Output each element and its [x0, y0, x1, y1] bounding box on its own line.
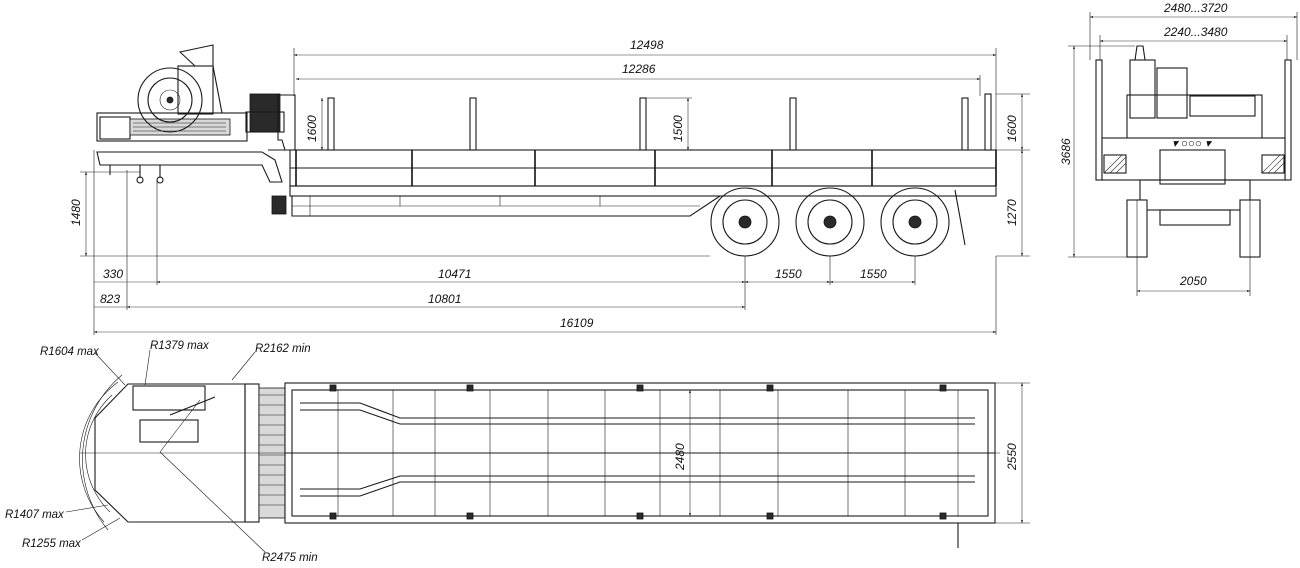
- dim-front-to-kingpin: 823: [100, 292, 120, 306]
- dim-front-to-axle: 10801: [428, 292, 461, 306]
- rear-view: ▾ ○○○ ▾: [1059, 1, 1298, 296]
- side-dimensions: [80, 48, 1030, 335]
- dim-overall-height: 3686: [1059, 138, 1073, 165]
- rear-dimensions: [1068, 12, 1298, 296]
- coil-lines: [259, 394, 285, 506]
- dim-width-inner: 2240...3480: [1163, 25, 1228, 39]
- dim-kingpin-height: 1480: [69, 199, 83, 226]
- stake-pockets: [329, 384, 947, 520]
- radius-labels: R1604 max R1379 max R2162 min R1407 max …: [5, 340, 318, 564]
- radius-r1255: R1255 max: [22, 538, 82, 550]
- tractor-unit: [96, 44, 285, 184]
- rear-symbol: ▾ ○○○ ▾: [1172, 138, 1213, 150]
- top-view: 2480 2550 R1604 max R1379 max R2162 min …: [5, 340, 1030, 564]
- side-wheels: [710, 187, 996, 257]
- dim-axle-spacing-1: 1550: [775, 267, 802, 281]
- dim-front-overhang: 330: [103, 267, 123, 281]
- rear-extensions: [1103, 154, 1285, 174]
- radius-r1407: R1407 max: [5, 509, 65, 521]
- side-dimension-labels: 12498 12286 1600 1500 1600 1480 1270 330…: [69, 38, 1019, 330]
- radius-r1379: R1379 max: [150, 340, 210, 352]
- stakes: [327, 93, 992, 151]
- dim-stake-front: 1600: [305, 115, 319, 142]
- top-dimensions: [688, 382, 1030, 524]
- dim-stake-rear: 1600: [1005, 115, 1019, 142]
- dim-stake-mid: 1500: [671, 115, 685, 142]
- turning-radii: [65, 349, 1000, 553]
- dim-track-width: 2050: [1179, 274, 1207, 288]
- trailer-deck: [268, 93, 997, 217]
- dim-width-outer: 2480...3720: [1163, 1, 1228, 15]
- dim-top-inner-width: 2480: [673, 443, 687, 471]
- dim-deck-height: 1270: [1005, 199, 1019, 226]
- dim-top-outer-width: 2550: [1005, 443, 1019, 471]
- radius-r1604: R1604 max: [40, 346, 100, 358]
- dim-overall-length: 16109: [560, 316, 594, 330]
- dim-overall-platform: 12498: [630, 38, 664, 52]
- dim-kingpin-to-axle: 10471: [438, 267, 471, 281]
- dim-axle-spacing-2: 1550: [860, 267, 887, 281]
- trailer-top: [284, 382, 996, 548]
- radius-r2475: R2475 min: [262, 552, 318, 564]
- side-view: 12498 12286 1600 1500 1600 1480 1270 330…: [69, 38, 1030, 335]
- radius-r2162: R2162 min: [255, 343, 311, 355]
- dim-inner-platform: 12286: [622, 62, 656, 76]
